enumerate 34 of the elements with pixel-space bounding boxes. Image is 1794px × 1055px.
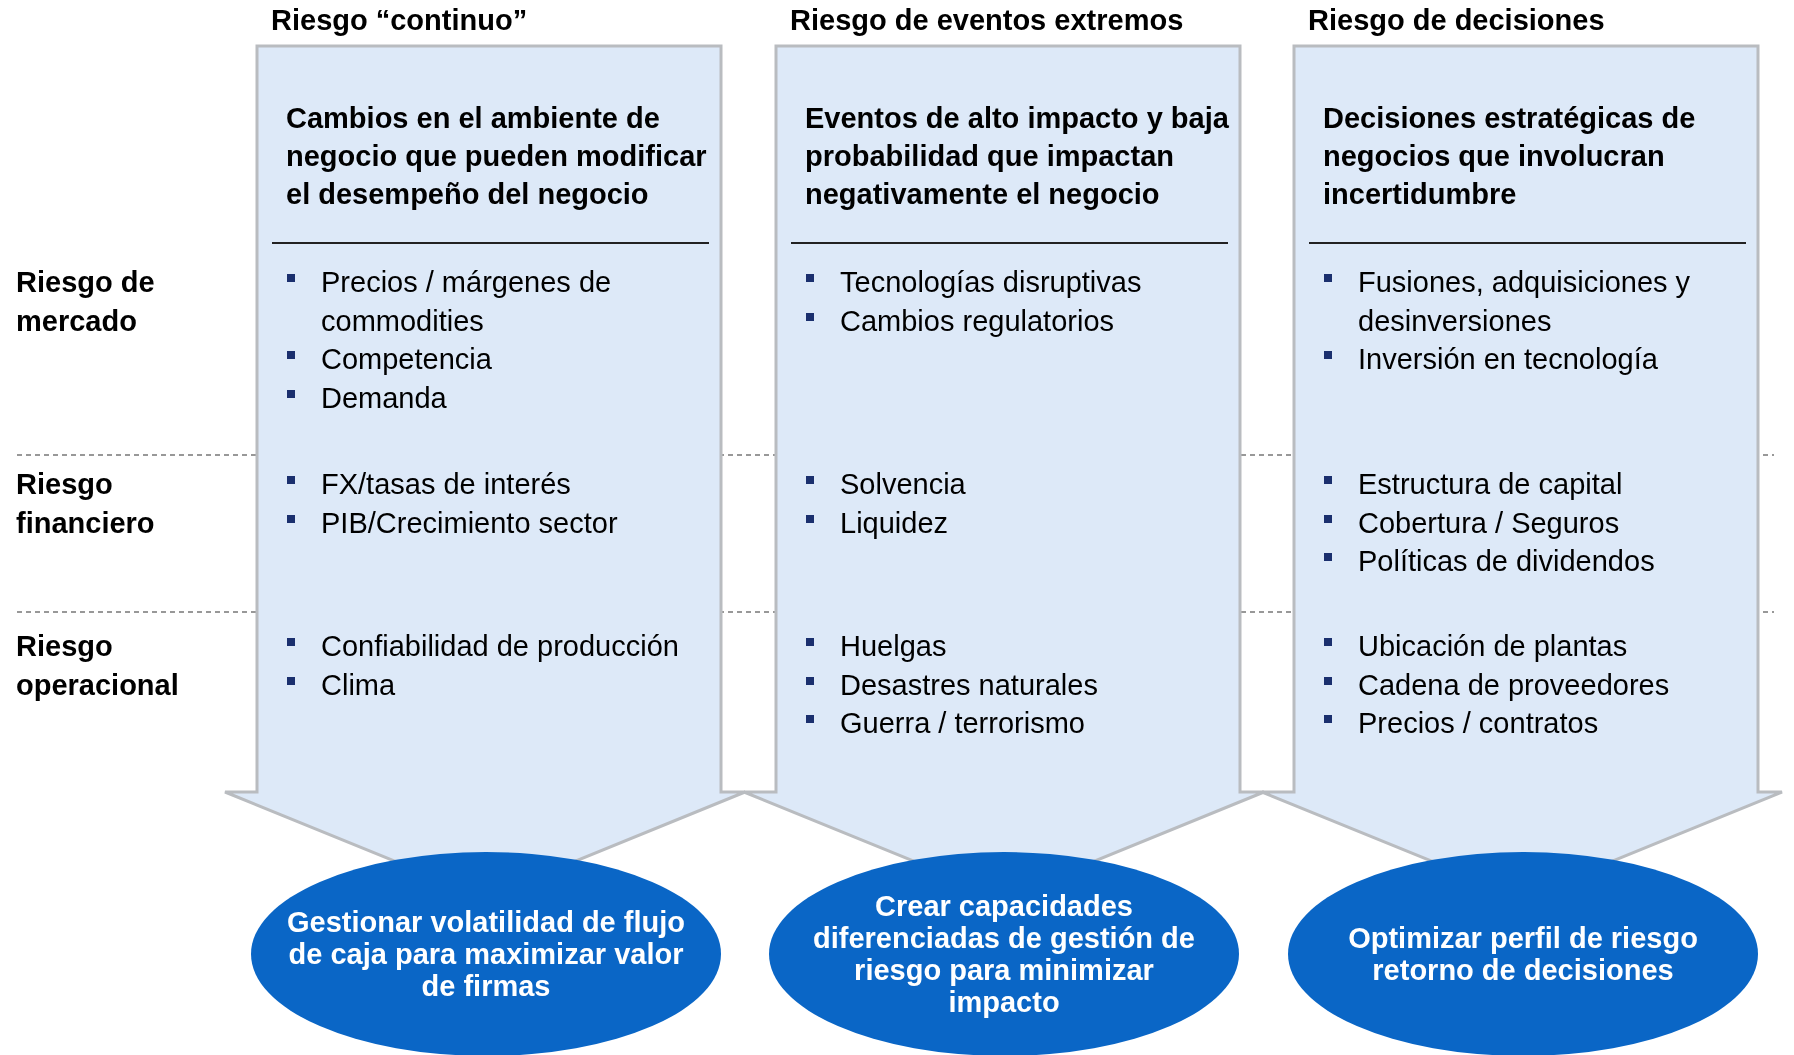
bullet-item: Tecnologías disruptivas xyxy=(802,263,1232,302)
column-subheading: Eventos de alto impacto y baja probabilidad que impactan negativamente el negocio xyxy=(805,101,1230,212)
bullet-item: PIB/Crecimiento sector xyxy=(283,503,713,542)
bullet-item: FX/tasas de interés xyxy=(283,465,713,504)
goal-text: Optimizar perfil de riesgo retorno de decisiones xyxy=(1347,922,1699,986)
column-heading: Riesgo “continuo” xyxy=(271,4,528,37)
row-label: Riesgo financiero xyxy=(16,467,156,541)
column-subheading: Decisiones estratégicas de negocios que involucran incertidumbre xyxy=(1323,101,1697,212)
bullet-item: Inversión en tecnología xyxy=(1320,340,1750,379)
goal-text: Gestionar volatilidad de flujo de caja para maximizar valor de firmas xyxy=(286,906,686,1002)
bullet-item: Liquidez xyxy=(802,503,1232,542)
bullet-item: Competencia xyxy=(283,340,713,379)
bullet-item: Ubicación de plantas xyxy=(1320,627,1750,666)
bullet-item: Desastres naturales xyxy=(802,665,1232,704)
goal-text: Crear capacidades diferenciadas de gestión de riesgo para minimizar impacto xyxy=(812,890,1196,1018)
row-label: Riesgo operacional xyxy=(16,629,180,703)
bullet-item: Estructura de capital xyxy=(1320,465,1750,504)
bullet-item: Políticas de dividendos xyxy=(1320,542,1750,581)
bullet-item: Huelgas xyxy=(802,627,1232,666)
bullet-item: Confiabilidad de producción xyxy=(283,627,713,666)
bullet-item: Cambios regulatorios xyxy=(802,301,1232,340)
row-label: Riesgo de mercado xyxy=(16,265,156,339)
bullet-item: Cobertura / Seguros xyxy=(1320,503,1750,542)
bullet-item: Cadena de proveedores xyxy=(1320,665,1750,704)
column-heading: Riesgo de eventos extremos xyxy=(790,4,1184,37)
column-subheading: Cambios en el ambiente de negocio que pueden modificar el desempeño del negocio xyxy=(286,101,708,212)
bullet-item: Guerra / terrorismo xyxy=(802,704,1232,743)
column-heading: Riesgo de decisiones xyxy=(1308,4,1605,37)
bullet-item: Precios / contratos xyxy=(1320,704,1750,743)
bullet-item: Clima xyxy=(283,665,713,704)
bullet-item: Fusiones, adquisiciones y desinversiones xyxy=(1320,263,1750,340)
bullet-item: Demanda xyxy=(283,378,713,417)
bullet-item: Precios / márgenes de commodities xyxy=(283,263,713,340)
bullet-item: Solvencia xyxy=(802,465,1232,504)
